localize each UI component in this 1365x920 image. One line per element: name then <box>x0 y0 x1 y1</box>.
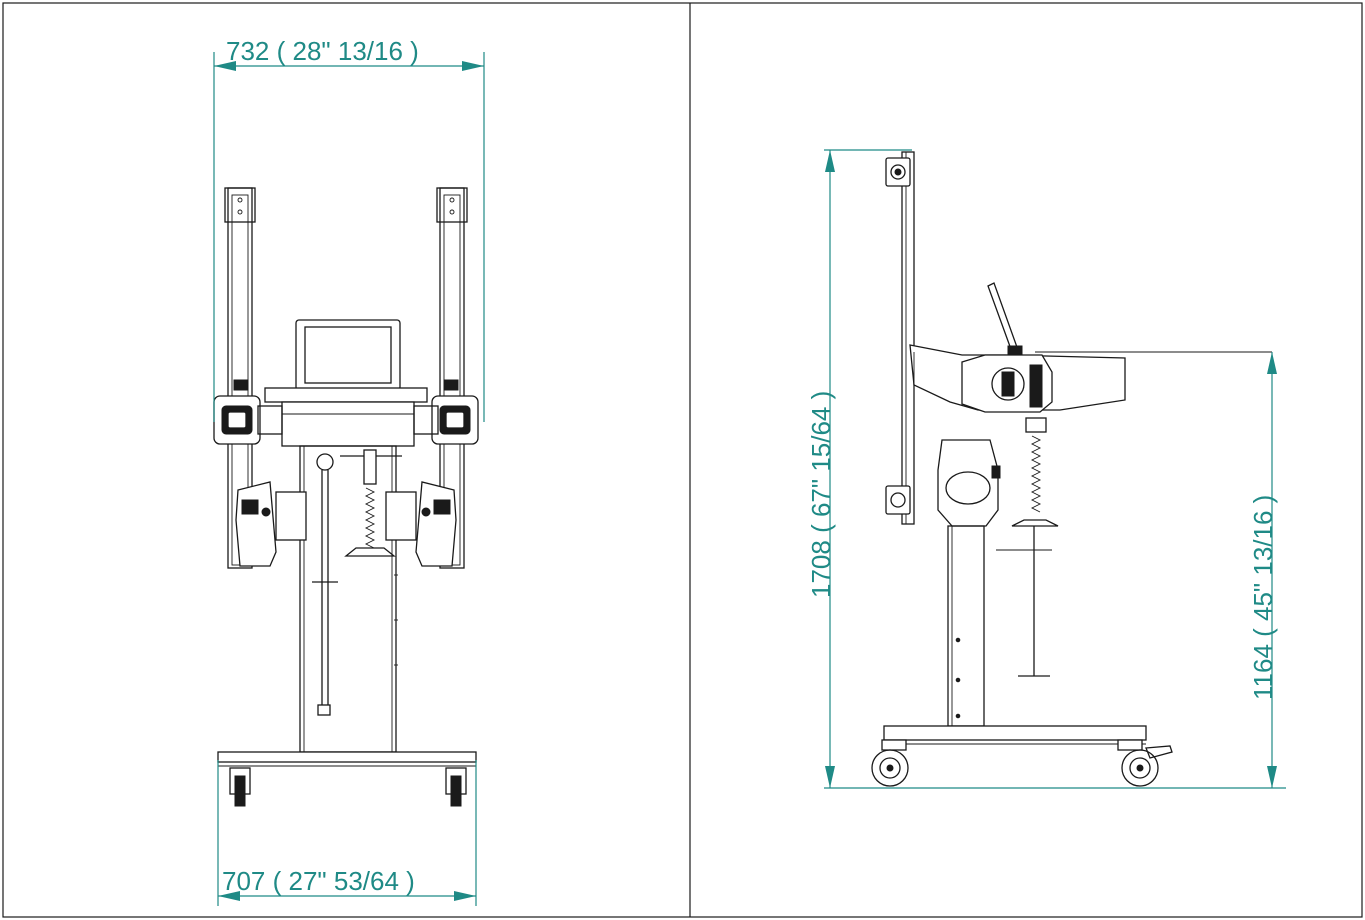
front-base <box>217 751 477 807</box>
side-mast <box>885 151 915 525</box>
side-column <box>947 525 985 727</box>
total-height-label: 1708 ( 67" 15/64 ) <box>806 391 836 598</box>
right-camera-head <box>413 395 479 445</box>
table-height-dimension <box>1267 352 1277 788</box>
top-width-label: 732 ( 28" 13/16 ) <box>226 36 419 66</box>
monitor <box>295 319 401 391</box>
cable-hanger <box>312 453 338 716</box>
side-camera-head <box>961 354 1053 413</box>
side-spring-support <box>996 417 1059 677</box>
base-width-dimension <box>217 760 477 906</box>
left-camera-head <box>213 395 283 445</box>
base-width-label: 707 ( 27" 53/64 ) <box>222 866 415 896</box>
left-target-holder <box>235 481 307 567</box>
spring-support <box>340 449 402 557</box>
left-wheel <box>871 739 909 787</box>
side-view: 1708 ( 67" 15/64 ) 1164 ( 45" 13/16 ) <box>806 149 1286 789</box>
work-table <box>264 387 428 447</box>
right-target-holder <box>385 481 457 567</box>
table-height-label: 1164 ( 45" 13/16 ) <box>1248 495 1278 700</box>
total-height-dimension <box>824 149 912 788</box>
side-base <box>871 725 1173 787</box>
front-view: 732 ( 28" 13/16 ) 707 ( 27" 53/64 ) <box>213 36 485 906</box>
right-wheel <box>1117 739 1173 787</box>
central-column <box>299 445 398 753</box>
side-lower-camera <box>937 439 1001 527</box>
top-width-dimension <box>213 52 485 422</box>
